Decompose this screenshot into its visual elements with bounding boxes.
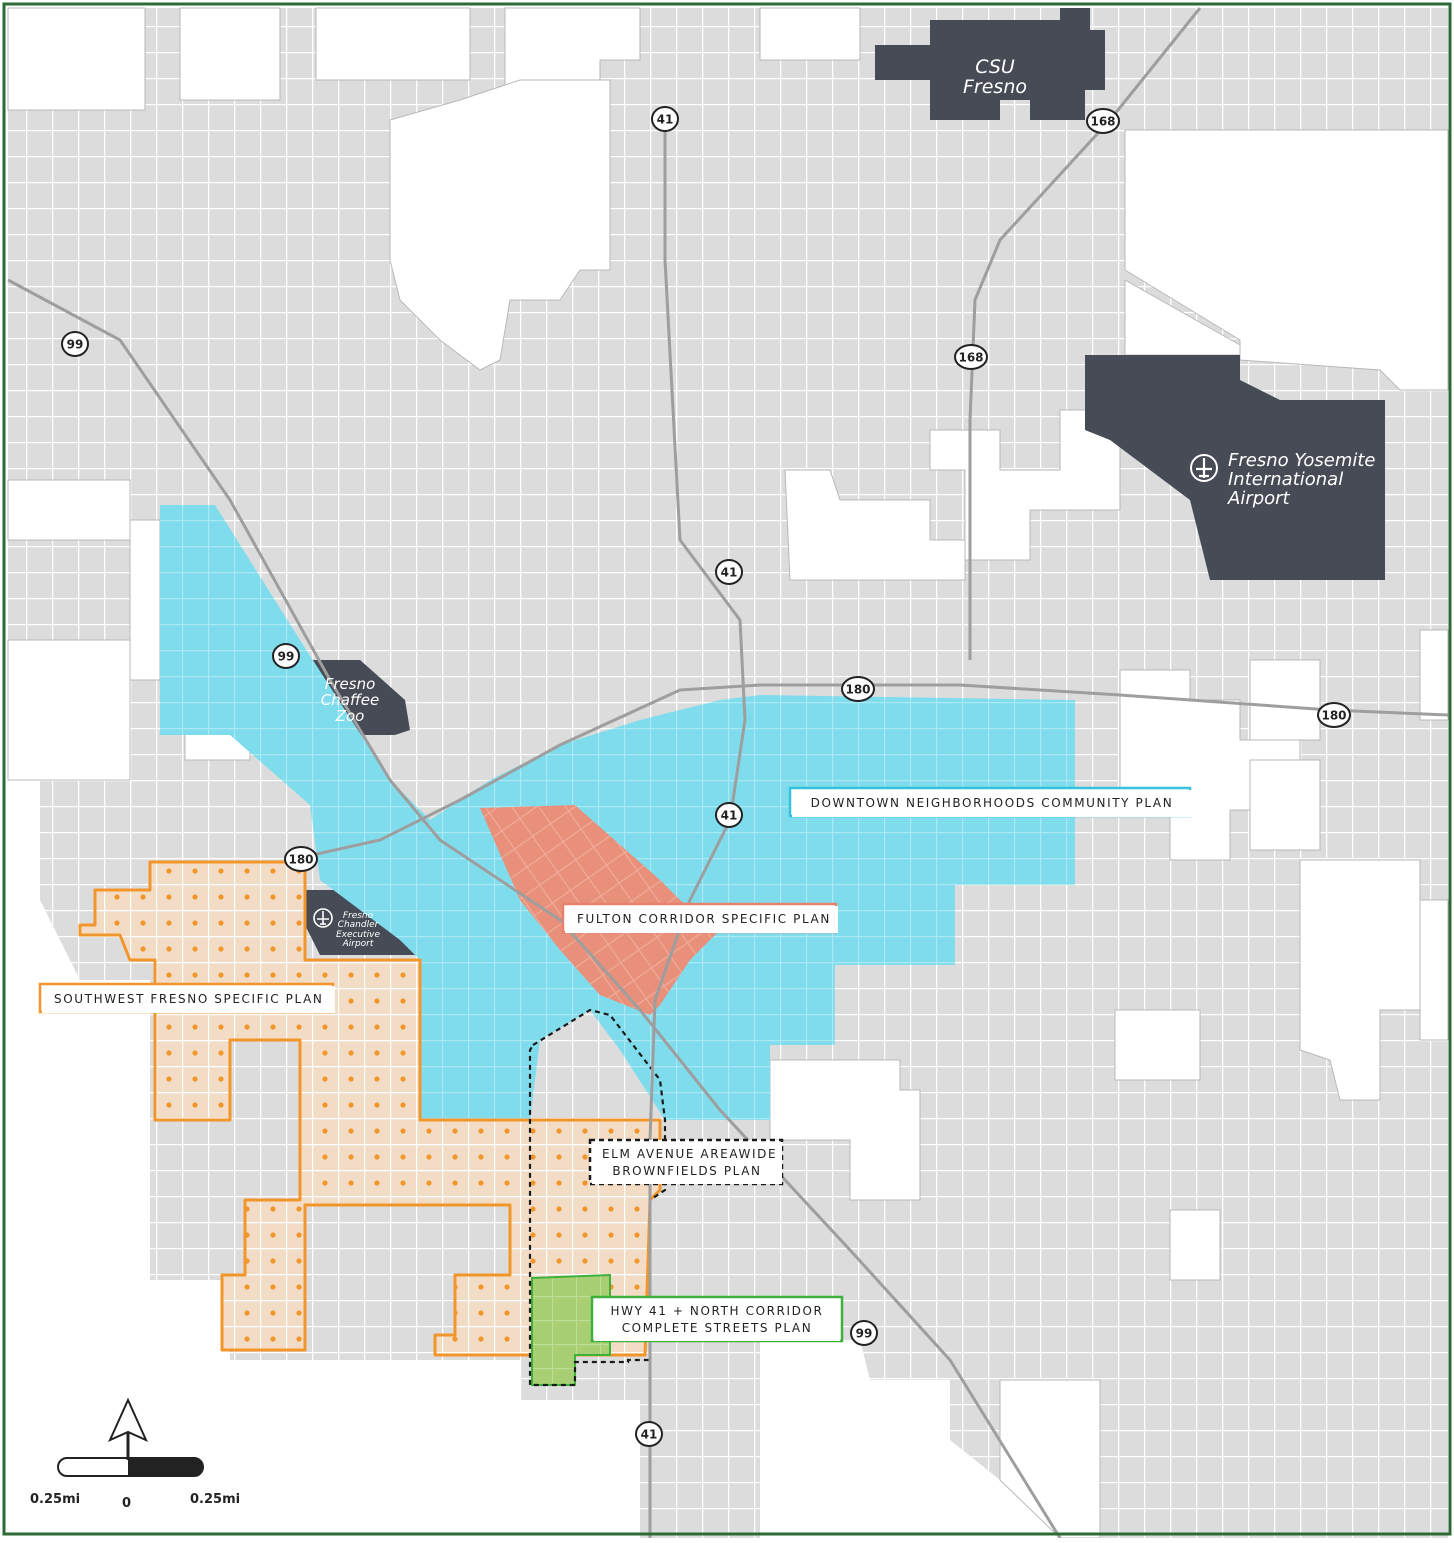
highway-shields: 41 168 99 168 41 99 180 180 41 180 99 41	[61, 106, 1351, 1447]
highway-shield-99: 99	[272, 643, 300, 669]
highway-shield-label: 41	[657, 113, 674, 127]
highway-shield-label: 180	[845, 683, 870, 697]
highway-shield-label: 168	[958, 351, 983, 365]
highways	[7, 7, 1449, 1539]
downtown-plan-label: DOWNTOWN NEIGHBORHOODS COMMUNITY PLAN	[792, 790, 1192, 817]
highway-shield-label: 99	[856, 1327, 873, 1341]
csu-fresno-area	[875, 8, 1105, 120]
southwest-plan-label: SOUTHWEST FRESNO SPECIFIC PLAN	[42, 986, 335, 1013]
highway-shield-label: 168	[1090, 115, 1115, 129]
scale-right-label: 0.25mi	[190, 1492, 241, 1507]
elm-plan-label-line2: BROWNFIELDS PLAN	[612, 1164, 762, 1178]
hwy-180-line	[289, 683, 1449, 862]
highway-shield-41: 41	[715, 559, 743, 585]
hwy41-plan-label-line1: HWY 41 + NORTH CORRIDOR	[610, 1304, 824, 1318]
highway-shield-41: 41	[635, 1421, 663, 1447]
highway-shield-label: 41	[721, 566, 738, 580]
zoo-label: Fresno Chaffee Zoo	[320, 675, 380, 725]
elm-plan-label: ELM AVENUE AREAWIDE BROWNFIELDS PLAN	[592, 1142, 782, 1184]
highway-shield-label: 180	[1321, 709, 1346, 723]
hwy-168-line	[968, 7, 1202, 660]
highway-shield-180: 180	[841, 676, 875, 702]
exec-airport-label: Fresno Chandler Executive Airport	[335, 911, 381, 950]
highway-shield-168: 168	[954, 344, 988, 370]
elm-plan-boundary	[528, 1008, 667, 1387]
hwy41-plan-area	[531, 1273, 611, 1386]
highway-shield-label: 99	[67, 338, 84, 352]
hwy41-plan-label: HWY 41 + NORTH CORRIDOR COMPLETE STREETS…	[594, 1299, 840, 1341]
fulton-plan-label: FULTON CORRIDOR SPECIFIC PLAN	[565, 906, 838, 933]
highway-shield-label: 99	[278, 650, 295, 664]
scale-bar	[57, 1457, 204, 1477]
airport-label: Fresno Yosemite International Airport	[1228, 450, 1376, 509]
highway-shield-180: 180	[284, 846, 318, 872]
highway-shield-label: 180	[288, 853, 313, 867]
scale-center-label: 0	[122, 1496, 132, 1511]
scale-left-label: 0.25mi	[30, 1492, 81, 1507]
highway-shield-label: 41	[641, 1428, 658, 1442]
downtown-plan-area	[160, 505, 1075, 1120]
highway-shield-99: 99	[61, 331, 89, 357]
north-arrow	[108, 1397, 148, 1460]
hwy-99-line	[7, 278, 1062, 1539]
highway-shield-41: 41	[651, 106, 679, 132]
highway-shield-168: 168	[1086, 108, 1120, 134]
airport-icon	[1190, 454, 1218, 482]
hwy41-plan-label-line2: COMPLETE STREETS PLAN	[621, 1321, 813, 1335]
elm-plan-label-line1: ELM AVENUE AREAWIDE	[602, 1147, 778, 1161]
highway-shield-99: 99	[850, 1320, 878, 1346]
dark-features	[300, 8, 1385, 955]
hwy-41-line	[648, 110, 747, 1538]
exec-airport-icon	[313, 908, 333, 928]
highway-shield-180: 180	[1317, 702, 1351, 728]
csu-fresno-label: CSU Fresno	[963, 56, 1027, 98]
highway-shield-label: 41	[721, 809, 738, 823]
airport-area	[1085, 355, 1385, 580]
highway-shield-41: 41	[715, 802, 743, 828]
